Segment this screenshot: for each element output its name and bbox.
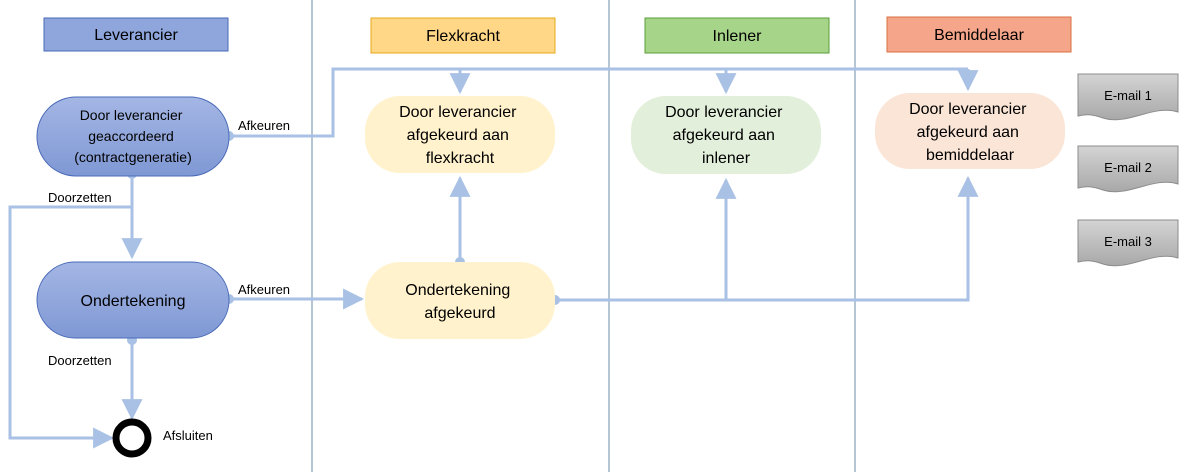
node-rejected-flex-line-1: Door leverancier [399, 104, 517, 121]
node-signing-rejected-line-1: Ondertekening [405, 282, 510, 299]
svg-text:Door leverancier afgekeu: Door leverancier afgekeurd aan bemiddela… [909, 101, 1031, 164]
edge-label-reject-bottom: Afkeuren [238, 282, 290, 297]
svg-text:Door leverancier afgekeu: Door leverancier afgekeurd aan flexkrach… [399, 104, 521, 167]
node-rejected-bemiddelaar: Door leverancier afgekeurd aan bemiddela… [875, 93, 1065, 169]
connector-signrej-right [555, 175, 979, 302]
node-accorded-line-1: Door leverancier [80, 107, 183, 123]
node-signing-rejected-line-2: afgekeurd [424, 305, 495, 322]
email-label: E-mail 2 [1104, 160, 1152, 175]
node-signing-label: Ondertekening [81, 293, 186, 310]
node-rejected-inlener-line-3: inlener [702, 150, 751, 167]
node-rejected-inlener-line-2: afgekeurd aan [673, 127, 775, 144]
lane-title: Flexkracht [426, 28, 500, 45]
connector-bypass [8, 205, 132, 449]
node-rejected-inlener: Door leverancier afgekeurd aan inlener [631, 96, 821, 174]
node-signing-rejected: Ondertekening afgekeurd [365, 262, 555, 339]
connector-reject-top [229, 67, 968, 138]
email-document-3: E-mail 3 [1077, 219, 1179, 267]
svg-text:Door leverancier afgekeu: Door leverancier afgekeurd aan inlener [665, 104, 787, 167]
lane-header-flexkracht: Flexkracht [370, 17, 556, 54]
node-end: Afsluiten [112, 418, 213, 458]
lane-header-inlener: Inlener [644, 17, 830, 54]
node-rejected-bemiddelaar-line-3: bemiddelaar [926, 147, 1015, 164]
email-label: E-mail 1 [1104, 88, 1152, 103]
email-document-1: E-mail 1 [1077, 73, 1179, 121]
node-rejected-bemiddelaar-line-1: Door leverancier [909, 101, 1027, 118]
edge-label-proceed-top: Doorzetten [48, 190, 112, 205]
email-label: E-mail 3 [1104, 234, 1152, 249]
node-accorded: Door leverancier geaccordeerd (contractg… [36, 96, 230, 177]
edge-label-reject-top: Afkeuren [238, 118, 290, 133]
lane-dividers [311, 0, 856, 472]
node-rejected-bemiddelaar-line-2: afgekeurd aan [917, 124, 1019, 141]
edge-label-proceed-bottom: Doorzetten [48, 353, 112, 368]
lane-header-leverancier: Leverancier [43, 17, 229, 52]
end-label: Afsluiten [163, 428, 213, 443]
lane-title: Inlener [713, 28, 763, 45]
node-rejected-flex: Door leverancier afgekeurd aan flexkrach… [365, 96, 555, 173]
node-rejected-flex-line-3: flexkracht [426, 150, 495, 167]
svg-text:Door leverancier geaccor: Door leverancier geaccordeerd (contractg… [74, 107, 192, 165]
node-rejected-inlener-line-1: Door leverancier [665, 104, 783, 121]
node-accorded-line-3: (contractgeneratie) [74, 149, 192, 165]
lane-title: Bemiddelaar [934, 27, 1025, 44]
email-document-2: E-mail 2 [1077, 145, 1179, 193]
lane-title: Leverancier [94, 27, 178, 44]
end-circle [112, 418, 152, 458]
connectors [8, 67, 979, 449]
node-signing: Ondertekening [36, 261, 230, 339]
lane-header-bemiddelaar: Bemiddelaar [886, 16, 1072, 53]
svg-text:Ondertekening afgekeurd: Ondertekening afgekeurd [405, 282, 514, 322]
node-accorded-line-2: geaccordeerd [88, 128, 174, 144]
node-rejected-flex-line-2: afgekeurd aan [407, 127, 509, 144]
